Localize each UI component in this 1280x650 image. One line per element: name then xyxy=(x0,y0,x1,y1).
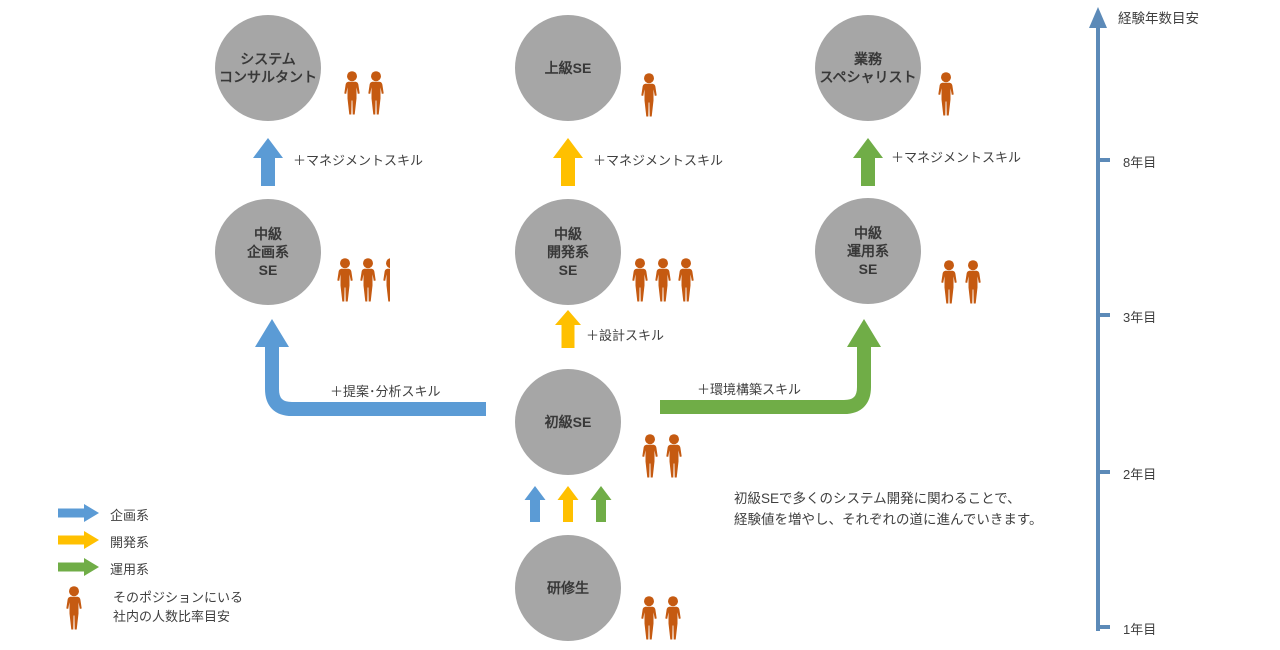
person-icon xyxy=(641,73,657,117)
skill-label-environment-build: ＋環境構築スキル xyxy=(697,382,802,397)
legend-person-icon xyxy=(66,586,82,630)
person-icon xyxy=(965,260,981,304)
arrow-trainee-planning-icon xyxy=(524,486,546,522)
arrow-trainee-ops-icon xyxy=(590,486,612,522)
arrow-dev-to-senior-icon xyxy=(553,138,583,186)
node-mid-ops-se: 中級 運用系 SE xyxy=(815,198,921,304)
legend-label-development: 開発系 xyxy=(110,535,150,550)
arrow-junior-to-mid-dev-icon xyxy=(555,310,581,348)
diagram-note: 初級SEで多くのシステム開発に関わることで、 経験値を増やし、それぞれの道に進ん… xyxy=(734,491,1043,527)
legend-operations-arrow-icon xyxy=(58,558,99,576)
person-icon xyxy=(642,434,658,478)
node-business-specialist: 業務 スペシャリスト xyxy=(815,15,921,121)
people-count-business-specialist xyxy=(938,72,954,116)
arrow-trainee-dev-icon xyxy=(557,486,579,522)
experience-axis xyxy=(1089,7,1110,631)
skill-label-design: ＋設計スキル xyxy=(586,328,665,343)
people-count-mid-dev-se xyxy=(632,258,694,302)
arrow-planning-to-consultant-icon xyxy=(253,138,283,186)
person-icon xyxy=(665,596,681,640)
people-count-junior-se xyxy=(642,434,682,478)
person-icon xyxy=(360,258,376,302)
people-count-mid-planning-se xyxy=(337,258,390,302)
axis-arrowhead-icon xyxy=(1089,7,1107,28)
half-person-icon xyxy=(383,258,390,302)
person-icon xyxy=(678,258,694,302)
person-icon xyxy=(655,258,671,302)
legend-planning-arrow-icon xyxy=(58,504,99,522)
people-count-senior-se xyxy=(641,73,657,117)
node-system-consultant: システム コンサルタント xyxy=(215,15,321,121)
node-junior-se: 初級SE xyxy=(515,369,621,475)
skill-label-management-dev: ＋マネジメントスキル xyxy=(593,153,724,168)
skill-label-management-ops: ＋マネジメントスキル xyxy=(891,150,1022,165)
arrow-junior-to-mid-ops-icon xyxy=(660,319,881,414)
axis-title: 経験年数目安 xyxy=(1118,11,1199,26)
people-count-mid-ops-se xyxy=(941,260,981,304)
legend-development-arrow-icon xyxy=(58,531,99,549)
person-icon xyxy=(368,71,384,115)
node-senior-se: 上級SE xyxy=(515,15,621,121)
arrow-ops-to-specialist-icon xyxy=(853,138,883,186)
legend-label-operations: 運用系 xyxy=(110,562,150,577)
node-mid-dev-se: 中級 開発系 SE xyxy=(515,199,621,305)
legend-label-planning: 企画系 xyxy=(110,508,150,523)
axis-tick-label-2y: 2年目 xyxy=(1123,467,1157,482)
skill-label-management-planning: ＋マネジメントスキル xyxy=(293,153,424,168)
person-icon xyxy=(938,72,954,116)
person-icon xyxy=(66,586,82,630)
person-icon xyxy=(632,258,648,302)
person-icon xyxy=(941,260,957,304)
person-icon xyxy=(337,258,353,302)
arrow-junior-to-mid-planning-icon xyxy=(255,319,486,416)
skill-label-proposal-analysis: ＋提案･分析スキル xyxy=(330,384,441,399)
node-mid-planning-se: 中級 企画系 SE xyxy=(215,199,321,305)
people-count-trainee xyxy=(641,596,681,640)
person-icon xyxy=(641,596,657,640)
legend-person-note: そのポジションにいる 社内の人数比率目安 xyxy=(113,590,244,624)
person-icon xyxy=(344,71,360,115)
axis-tick-label-8y: 8年目 xyxy=(1123,155,1157,170)
axis-tick-label-3y: 3年目 xyxy=(1123,310,1157,325)
person-icon xyxy=(666,434,682,478)
people-count-system-consultant xyxy=(344,71,384,115)
axis-tick-label-1y: 1年目 xyxy=(1123,622,1157,637)
node-trainee: 研修生 xyxy=(515,535,621,641)
